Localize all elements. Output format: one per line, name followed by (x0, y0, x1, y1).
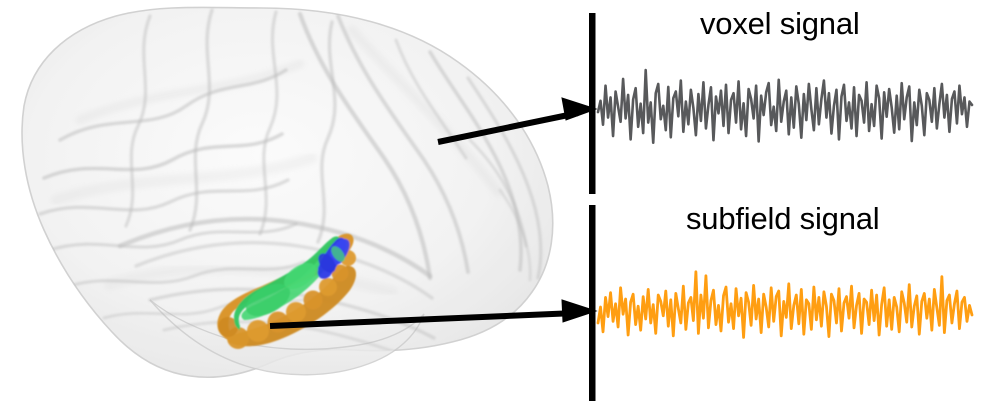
subfield-arrow (269, 299, 598, 329)
hippocampal-subfields (217, 233, 356, 349)
voxel-arrow (437, 97, 598, 145)
subfield-cornu-ammonis (234, 236, 341, 330)
subfield-dentate-gyrus (317, 237, 350, 279)
voxel-axis-bar (589, 13, 596, 194)
axis-bars (589, 13, 596, 401)
voxel-signal-trace (596, 68, 974, 145)
subfield-signal-trace (596, 270, 974, 339)
arrow-group (269, 97, 598, 329)
subfield-signal-label: subfield signal (686, 201, 880, 236)
subfield-axis-bar (589, 205, 596, 401)
voxel-signal-label: voxel signal (700, 6, 860, 41)
